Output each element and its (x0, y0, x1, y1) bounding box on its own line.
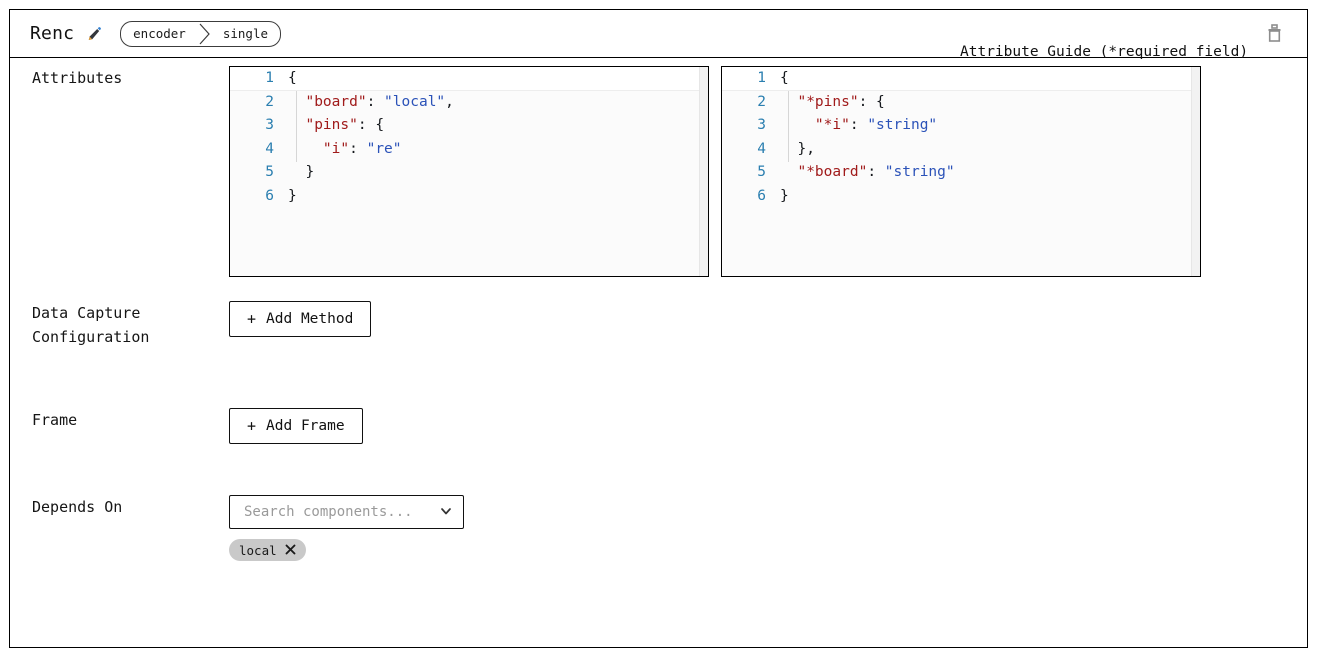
code-line[interactable]: 2 "*pins": { (722, 91, 1200, 115)
trash-icon[interactable] (1261, 21, 1287, 47)
attribute-guide-code-area[interactable]: 1{2 "*pins": {3 "*i": "string"4 },5 "*bo… (722, 67, 1200, 276)
line-number: 3 (265, 117, 274, 134)
depends-on-label: Depends On (32, 498, 123, 516)
chevron-down-icon[interactable] (439, 503, 453, 522)
plus-icon: + (247, 309, 257, 328)
row-frame: Frame + Add Frame (10, 408, 1307, 444)
code-line[interactable]: 4 }, (722, 138, 1200, 162)
line-number: 1 (265, 69, 274, 86)
code-text: "*pins": { (797, 93, 885, 110)
editor-scrollbar-vertical[interactable] (699, 67, 708, 276)
line-number: 5 (757, 164, 766, 181)
code-line[interactable]: 5 "*board": "string" (722, 161, 1200, 185)
attributes-json-editor[interactable]: 1{2 "board": "local",3 "pins": {4 "i": "… (229, 66, 709, 277)
code-text: }, (780, 140, 815, 157)
frame-label: Frame (32, 411, 78, 429)
depends-on-tag[interactable]: local (229, 539, 306, 561)
component-editor-card: Renc encoder single (9, 9, 1308, 648)
code-line[interactable]: 1{ (722, 67, 1200, 91)
code-line[interactable]: 3 "pins": { (230, 114, 708, 138)
code-text: "*i": "string" (814, 117, 938, 134)
chevron-right-icon (198, 23, 211, 45)
editors-wrapper: 1{2 "board": "local",3 "pins": {4 "i": "… (229, 66, 1307, 277)
data-capture-field: + Add Method (229, 301, 1307, 349)
component-search-placeholder: Search components... (244, 504, 413, 520)
code-text: } (288, 164, 315, 181)
attributes-code-area[interactable]: 1{2 "board": "local",3 "pins": {4 "i": "… (230, 67, 708, 276)
attribute-guide-editor[interactable]: 1{2 "*pins": {3 "*i": "string"4 },5 "*bo… (721, 66, 1201, 277)
code-text: } (780, 187, 789, 204)
code-text: "board": "local", (305, 93, 454, 110)
line-number: 5 (265, 164, 274, 181)
code-line[interactable]: 2 "board": "local", (230, 91, 708, 115)
frame-field: + Add Frame (229, 408, 1307, 444)
row-data-capture-configuration: Data Capture Configuration + Add Method (10, 301, 1307, 349)
add-method-button[interactable]: + Add Method (229, 301, 372, 337)
code-text: } (288, 187, 297, 204)
add-frame-button[interactable]: + Add Frame (229, 408, 363, 444)
line-number: 6 (757, 187, 766, 204)
row-attributes: Attributes Attribute Guide (*required fi… (10, 44, 1307, 277)
depends-on-tag-list: local (229, 539, 1307, 561)
add-method-label: Add Method (266, 311, 354, 327)
editor-scrollbar-vertical[interactable] (1191, 67, 1200, 276)
line-number: 3 (757, 117, 766, 134)
pencil-icon[interactable] (86, 25, 104, 43)
breadcrumb-item-variant[interactable]: single (222, 25, 268, 41)
breadcrumb-item-type[interactable]: encoder (133, 25, 186, 41)
breadcrumb[interactable]: encoder single (120, 20, 281, 47)
row-depends-on: Depends On Search components... local (10, 495, 1307, 561)
code-line[interactable]: 5 } (230, 161, 708, 185)
line-number: 2 (757, 93, 766, 110)
code-line[interactable]: 3 "*i": "string" (722, 114, 1200, 138)
indent-guide (788, 90, 789, 162)
code-line[interactable]: 6} (722, 185, 1200, 209)
attribute-guide-label: Attribute Guide (*required field) (960, 44, 1249, 60)
plus-icon: + (247, 416, 257, 435)
code-text: "i": "re" (322, 140, 402, 157)
page-title: Renc (30, 23, 75, 44)
code-line[interactable]: 1{ (230, 67, 708, 91)
line-number: 4 (757, 140, 766, 157)
card-header: Renc encoder single (10, 10, 1307, 58)
code-text: "*board": "string" (797, 164, 955, 181)
line-number: 6 (265, 187, 274, 204)
line-number: 1 (757, 69, 766, 86)
depends-on-field: Search components... local (229, 495, 1307, 561)
code-line[interactable]: 6} (230, 185, 708, 209)
depends-on-tag-label: local (239, 542, 277, 558)
add-frame-label: Add Frame (266, 418, 345, 434)
data-capture-label: Data Capture Configuration (32, 304, 150, 346)
code-line[interactable]: 4 "i": "re" (230, 138, 708, 162)
card-body: Attributes Attribute Guide (*required fi… (10, 44, 1307, 648)
code-text: "pins": { (305, 117, 385, 134)
close-icon[interactable] (285, 543, 296, 558)
attributes-field: Attribute Guide (*required field) 1{2 "b… (229, 44, 1307, 277)
indent-guide (296, 90, 297, 162)
line-number: 4 (265, 140, 274, 157)
line-number: 2 (265, 93, 274, 110)
code-text: { (780, 69, 789, 86)
attributes-label: Attributes (32, 69, 123, 87)
code-text: { (288, 69, 297, 86)
component-search-select[interactable]: Search components... (229, 495, 464, 529)
